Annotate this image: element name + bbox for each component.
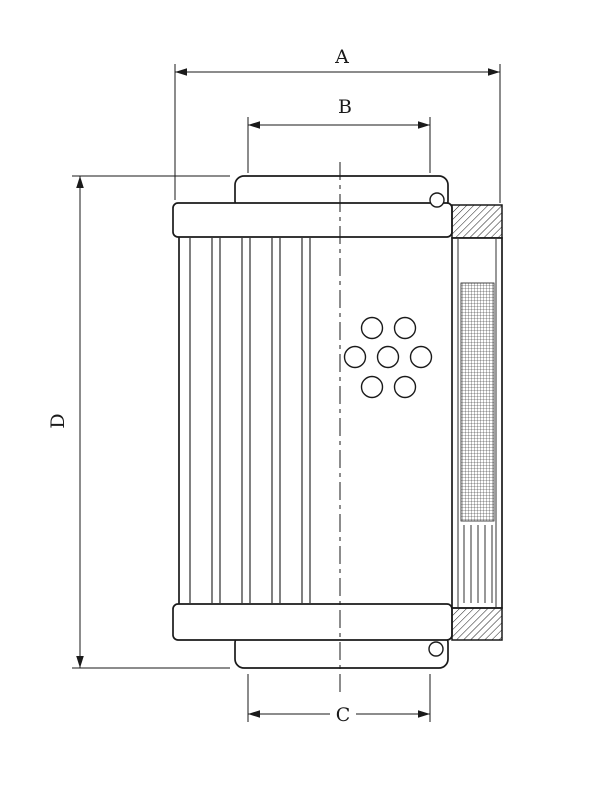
dimension-d-label: D: [47, 413, 69, 428]
tube-collar-hatch: [451, 204, 503, 239]
perforation-hole: [393, 375, 417, 399]
dimension-a-label: A: [334, 46, 349, 68]
b-arrow-right: [418, 121, 430, 129]
dimension-a: A: [174, 46, 501, 203]
dimension-b: B: [247, 96, 431, 173]
filter-element: [172, 162, 503, 697]
mesh-screen: [460, 282, 495, 522]
tube-bottom-hatch: [451, 607, 503, 641]
perforation-hole: [360, 316, 384, 340]
dimension-c: C: [247, 674, 431, 726]
d-arrow-top: [76, 176, 84, 188]
bottom-end-cap: [172, 603, 453, 641]
c-arrow-left: [248, 710, 260, 718]
dimension-c-label: C: [336, 704, 351, 726]
perforation-hole: [409, 345, 433, 369]
perforation-hole: [393, 316, 417, 340]
o-ring-bottom: [428, 641, 444, 657]
top-end-cap: [172, 202, 453, 238]
pleats-group: [189, 238, 311, 603]
perforation-holes-group: [343, 316, 433, 399]
dimension-d: D: [47, 175, 230, 669]
perforation-hole: [343, 345, 367, 369]
d-arrow-bottom: [76, 656, 84, 668]
a-arrow-right: [488, 68, 500, 76]
o-ring-top: [429, 192, 445, 208]
c-arrow-right: [418, 710, 430, 718]
a-arrow-left: [175, 68, 187, 76]
dimension-b-label: B: [338, 96, 352, 118]
perforation-hole: [360, 375, 384, 399]
perforation-hole: [376, 345, 400, 369]
outer-tube-group: [451, 204, 503, 641]
b-arrow-left: [248, 121, 260, 129]
